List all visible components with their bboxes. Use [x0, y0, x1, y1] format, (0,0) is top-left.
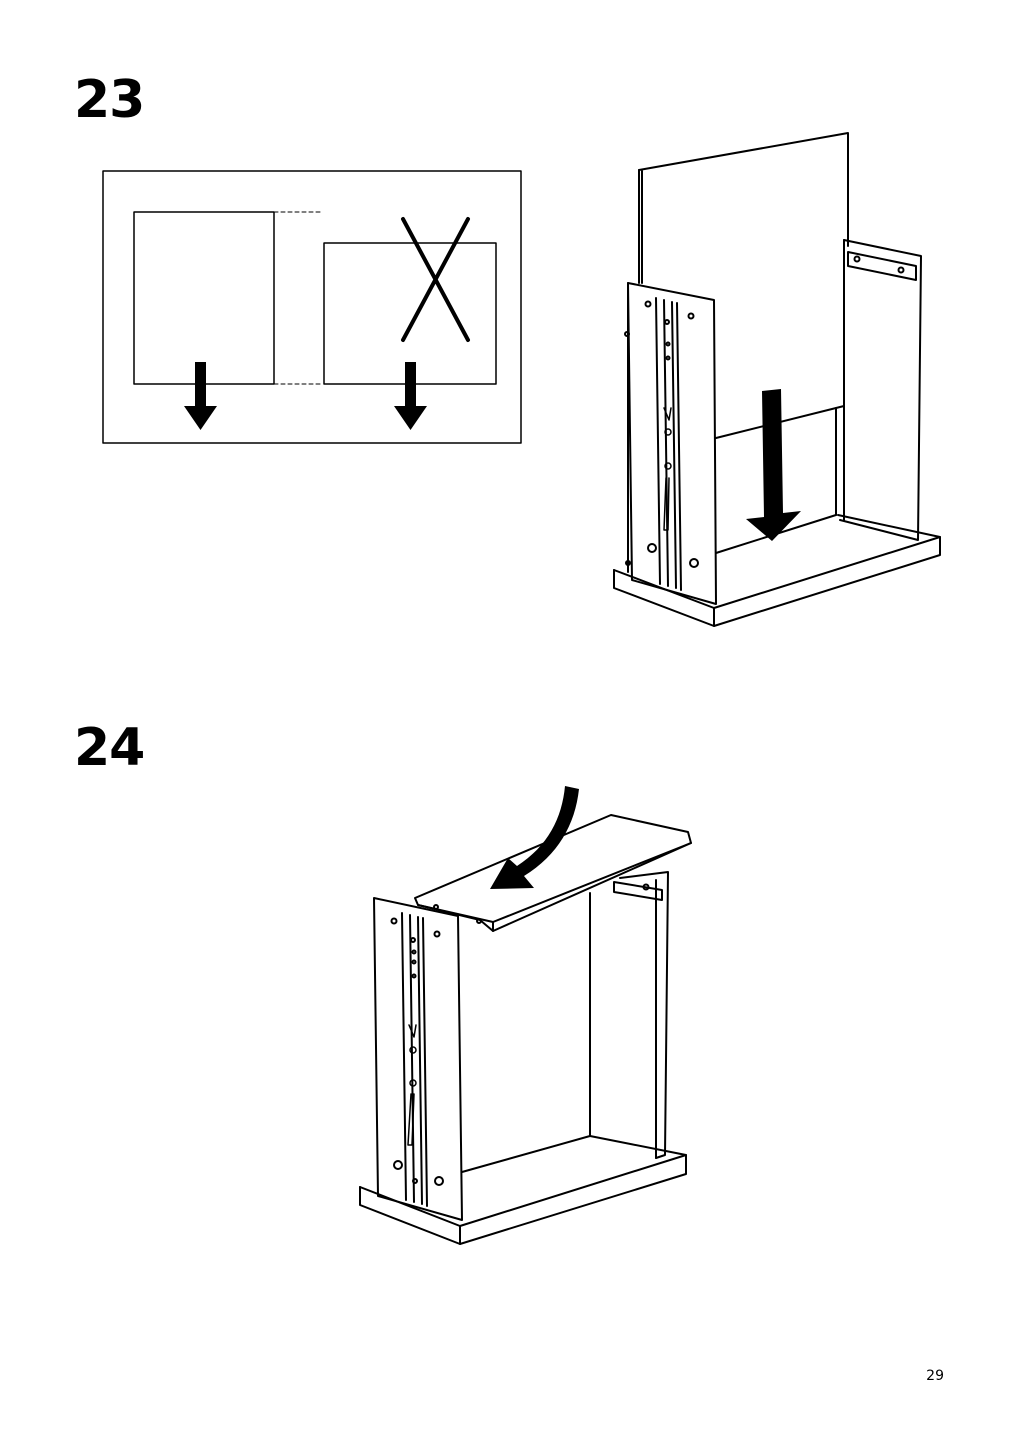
step-number-24: 24 — [74, 718, 145, 778]
page-number: 29 — [926, 1368, 944, 1384]
cross-out-icon — [401, 217, 470, 342]
cabinet-top-shelf-installation — [359, 786, 692, 1245]
arrow-down-icon — [746, 389, 801, 541]
correct-panel-orientation — [133, 211, 275, 385]
arrow-down-icon — [394, 362, 427, 430]
step-number-23: 23 — [74, 70, 145, 130]
curved-arrow-icon — [490, 786, 579, 889]
cabinet-back-panel-insertion — [613, 132, 941, 627]
orientation-detail-box — [102, 170, 522, 444]
arrow-down-icon — [184, 362, 217, 430]
